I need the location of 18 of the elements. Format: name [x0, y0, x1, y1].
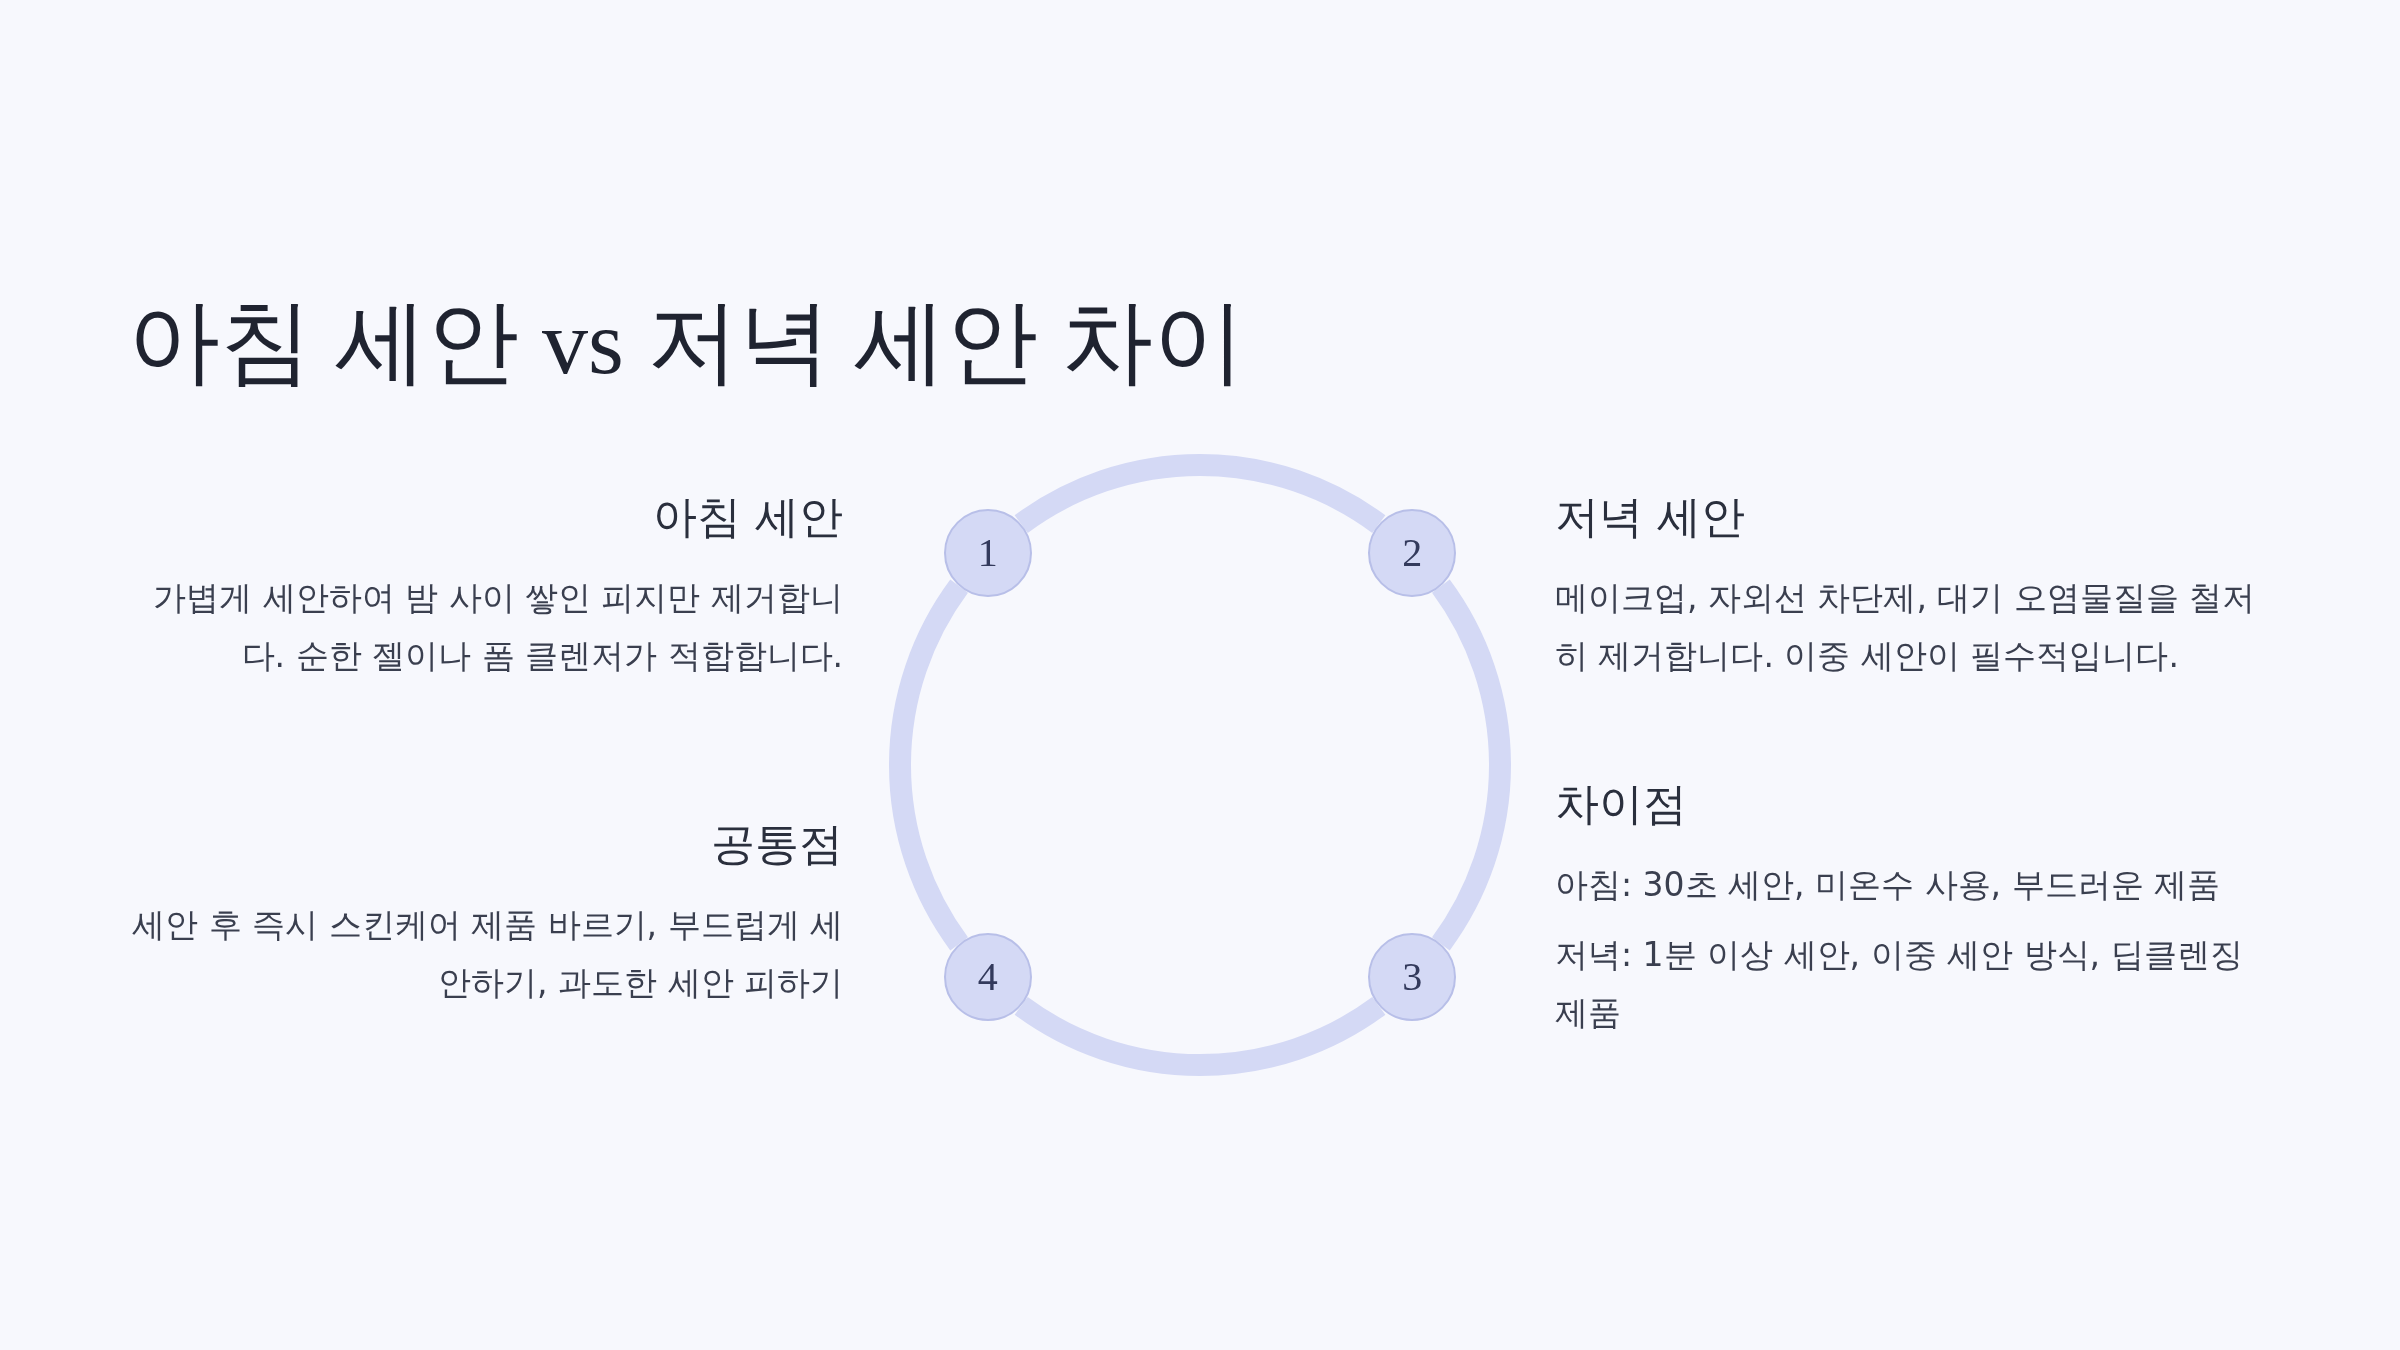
step-number: 2 — [1401, 528, 1424, 577]
ring-arc — [1015, 454, 1385, 534]
ring-arc — [889, 580, 969, 950]
description-text: 세안 후 즉시 스킨케어 제품 바르기, 부드럽게 세안하기, 과도한 세안 피하기 — [131, 904, 843, 1004]
description-text: 저녁: 1분 이상 세안, 이중 세안 방식, 딥클렌징 제품 — [1555, 934, 2244, 1034]
slide-title: 아침 세안 vs 저녁 세안 차이 — [128, 290, 1245, 395]
description-text: 가볍게 세안하여 밤 사이 쌓인 피지만 제거합니다. 순한 젤이나 폼 클렌저가 적합합니다. — [152, 577, 843, 677]
description-text: 아침: 30초 세안, 미온수 사용, 부드러운 제품 — [1555, 864, 2222, 906]
section-heading: 공통점 — [710, 817, 843, 871]
ring-arc — [1015, 996, 1385, 1076]
section-heading: 아침 세안 — [652, 490, 843, 544]
section-heading: 저녁 세안 — [1555, 490, 1746, 544]
step-number: 3 — [1401, 953, 1424, 1002]
description-text: 메이크업, 자외선 차단제, 대기 오염물질을 철저히 제거합니다. 이중 세안이 필수적입니다. — [1555, 577, 2257, 677]
step-number: 4 — [976, 953, 999, 1002]
section-heading: 차이점 — [1555, 777, 1688, 831]
step-number: 1 — [976, 528, 999, 577]
ring-arc — [1431, 580, 1511, 950]
